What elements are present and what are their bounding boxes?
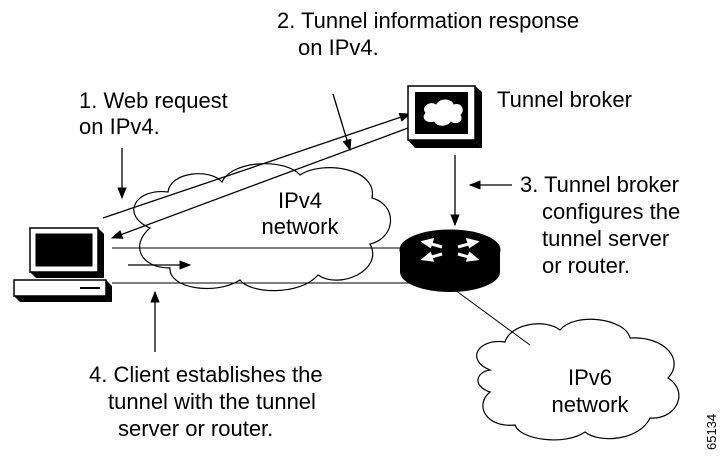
- step4-label-line1: 4. Client establishes the: [89, 362, 323, 387]
- step3-label-line4: or router.: [542, 253, 630, 278]
- ipv6-cloud-icon: [476, 318, 680, 441]
- step3-label-line2: configures the: [542, 199, 680, 224]
- step4-label-line3: server or router.: [118, 416, 273, 441]
- client-computer-icon: [13, 227, 112, 302]
- ipv6-cloud-label-line2: network: [551, 392, 629, 417]
- tunnel-response-arrow: [110, 127, 409, 239]
- step2-label-line1: 2. Tunnel information response: [277, 8, 579, 33]
- router-icon: [399, 229, 501, 292]
- ipv6-cloud-label-line1: IPv6: [568, 365, 612, 390]
- web-request-arrow: [102, 112, 412, 219]
- tunnel-broker-label: Tunnel broker: [497, 87, 632, 112]
- figure-id: 65134: [704, 414, 719, 450]
- ipv4-cloud-label-line1: IPv4: [278, 188, 322, 213]
- step1-label-line1: 1. Web request: [79, 88, 228, 113]
- link-router-ipv6: [454, 289, 531, 346]
- step3-label-line3: tunnel server: [542, 226, 669, 251]
- step1-label-line2: on IPv4.: [79, 114, 160, 139]
- step2-pointer-arrow: [332, 93, 352, 152]
- step2-label-line2: on IPv4.: [298, 35, 379, 60]
- step4-label-line2: tunnel with the tunnel: [108, 389, 316, 414]
- ipv4-cloud-icon: [133, 163, 392, 292]
- ipv4-cloud-label-line2: network: [261, 214, 339, 239]
- step3-label-line1: 3. Tunnel broker: [520, 172, 679, 197]
- tunnel-broker-terminal-icon: [407, 85, 482, 148]
